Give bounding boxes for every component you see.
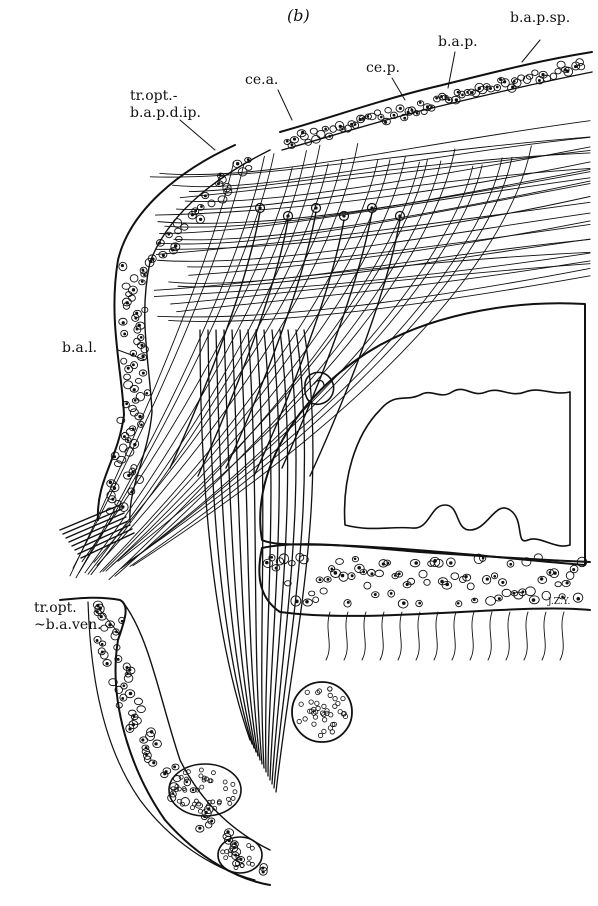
cell-island-lower (169, 764, 262, 873)
label-b-a-p-sp: b.a.p.sp. (510, 10, 570, 26)
label-ce-a: ce.a. (245, 72, 278, 88)
ventral-cell-column (60, 598, 270, 885)
panel-label: (b) (287, 8, 310, 24)
label-ce-p: ce.p. (366, 60, 400, 76)
dorsal-cell-layer (280, 52, 592, 150)
label-b-a-p: b.a.p. (438, 34, 478, 50)
label-tr-opt-ventral-line2: ~b.a.ven. (34, 617, 102, 633)
label-tr-opt-dorsal-line2: b.a.p.d.ip. (130, 105, 201, 121)
cell-island-upper (292, 682, 352, 742)
label-b-a-l: b.a.l. (62, 340, 97, 356)
fibre-tracts (60, 121, 590, 792)
artist-signature: J.Z.Y. (548, 594, 570, 610)
label-tr-opt-ventral-line1: tr.opt. (34, 600, 77, 616)
label-tr-opt-dorsal-line1: tr.opt.- (130, 88, 177, 104)
